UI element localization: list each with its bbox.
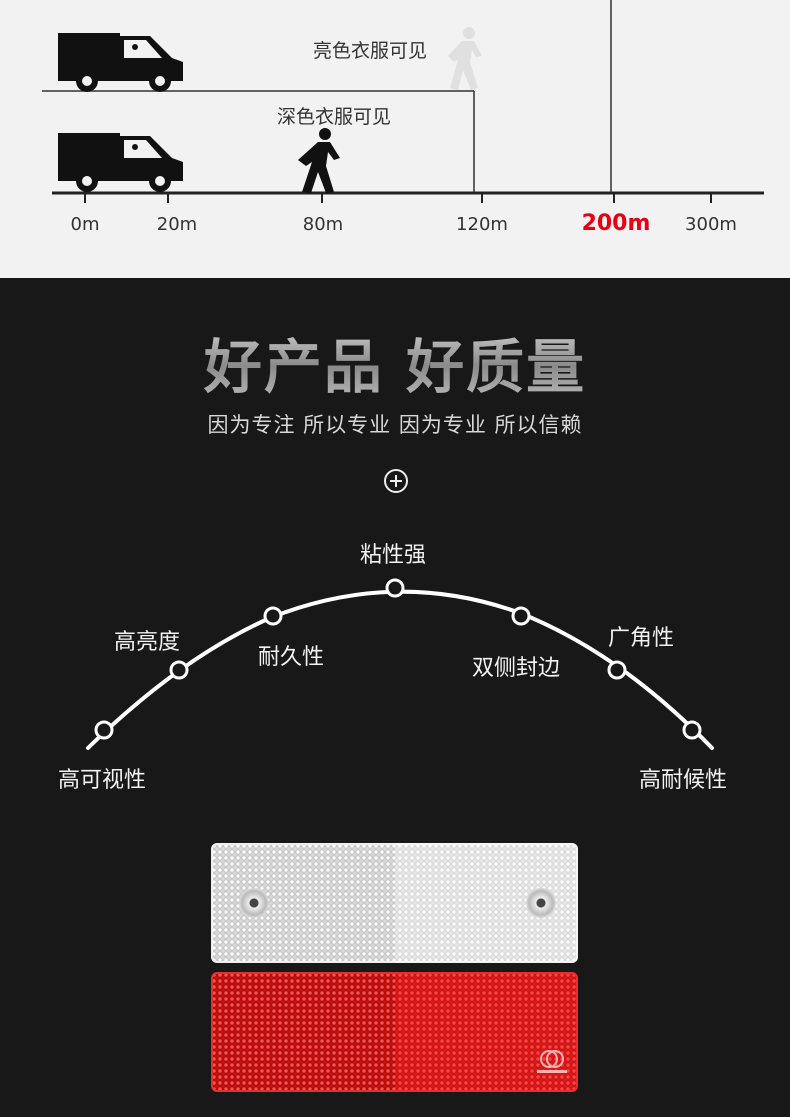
arc-node [169, 660, 189, 680]
tick-label-highlight: 200m [581, 211, 651, 236]
feature-label: 粘性强 [360, 543, 427, 568]
pedestrian-light-icon [448, 27, 482, 90]
dark-clothing-label: 深色衣服可见 [277, 106, 392, 128]
pedestrian-dark-icon [298, 128, 340, 193]
feature-label: 双侧封边 [472, 656, 561, 681]
tick-label: 300m [685, 214, 737, 235]
white-reflector-image [211, 843, 578, 963]
brand-logo-icon [537, 1050, 567, 1073]
feature-label: 耐久性 [258, 645, 325, 670]
van-icon [58, 133, 183, 192]
tick-label: 120m [456, 214, 508, 235]
visibility-diagram: 亮色衣服可见 深色衣服可见 0m 20m 80m 120m 200m 300m [0, 0, 790, 278]
feature-label: 高亮度 [114, 630, 181, 655]
arc-node [263, 606, 283, 626]
feature-label: 高耐候性 [639, 768, 728, 793]
tick-label: 20m [156, 214, 198, 235]
red-reflector-image [211, 972, 578, 1092]
diagram-lines [42, 0, 764, 203]
feature-label: 高可视性 [58, 768, 147, 793]
arc-node [682, 720, 702, 740]
section-title: 好产品 好质量 [0, 320, 790, 404]
feature-label: 广角性 [608, 626, 675, 651]
plus-circle-icon [384, 469, 408, 493]
feature-arc [86, 469, 714, 750]
tick-label: 80m [302, 214, 344, 235]
arc-node [511, 606, 531, 626]
section-subtitle: 因为专注 所以专业 因为专业 所以信赖 [207, 413, 583, 437]
arc-node [94, 720, 114, 740]
arc-node [385, 578, 405, 598]
mounting-hole [526, 888, 556, 918]
tick-label: 0m [70, 214, 100, 235]
axis-ticks [84, 193, 712, 203]
arc-node [607, 660, 627, 680]
mounting-hole [239, 888, 269, 918]
bright-clothing-label: 亮色衣服可见 [313, 40, 428, 62]
van-icon [58, 33, 183, 92]
